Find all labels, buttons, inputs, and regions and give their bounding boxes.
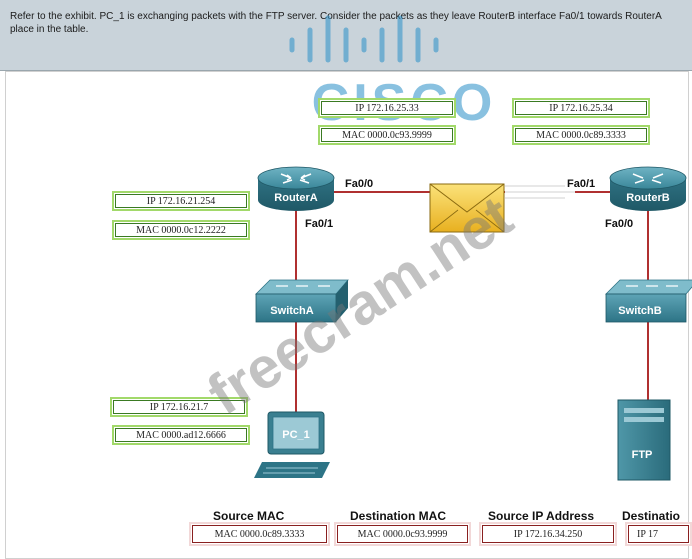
router-a-label: RouterA [274,192,317,204]
answer-header-source-ip: Source IP Address [488,509,595,523]
router-b-label: RouterB [626,192,669,204]
question-text: Refer to the exhibit. PC_1 is exchanging… [10,10,690,36]
answer-header-source-mac: Source MAC [213,509,285,523]
router-a-icon: RouterA [257,166,335,211]
answer-cell-destination-mac[interactable]: MAC 0000.0c93.9999 [334,522,471,546]
answer-cell-source-mac[interactable]: MAC 0000.0c89.3333 [189,522,330,546]
network-exhibit [5,71,689,559]
packet-envelope-icon [429,183,575,233]
pc1-ip-tag: IP 172.16.21.7 [110,397,248,417]
pc1-icon: PC_1 [254,411,330,478]
router-b-fa01-mac-tag: MAC 0000.0c89.3333 [512,125,650,145]
switch-b-label: SwitchB [618,305,661,317]
answer-cell-destination-ip[interactable]: IP 17 [625,522,692,546]
pc1-label: PC_1 [282,429,310,441]
answer-cell-source-ip[interactable]: IP 172.16.34.250 [479,522,617,546]
answer-header-destination-ip: Destinatio [622,509,681,523]
switch-b-icon: SwitchB [605,279,692,323]
router-b-fa01-ip-tag: IP 172.16.25.34 [512,98,650,118]
router-b-fa01-label: Fa0/1 [567,178,596,190]
router-a-fa01-mac-tag: MAC 0000.0c12.2222 [112,220,250,240]
router-a-fa00-mac-tag: MAC 0000.0c93.9999 [318,125,456,145]
question-line-1: Refer to the exhibit. PC_1 is exchanging… [10,11,662,22]
router-a-fa01-ip-tag: IP 172.16.21.254 [112,191,250,211]
pc1-mac-tag: MAC 0000.ad12.6666 [112,425,250,445]
router-a-fa00-ip-tag: IP 172.16.25.33 [318,98,456,118]
router-a-fa01-label: Fa0/1 [305,218,334,230]
switch-a-label: SwitchA [270,305,313,317]
ftp-server-label: FTP [632,449,653,461]
router-b-fa00-label: Fa0/0 [605,218,634,230]
switch-a-icon: SwitchA [255,279,349,323]
question-line-2: place in the table. [10,24,89,35]
router-b-icon: RouterB [609,166,687,211]
answer-header-destination-mac: Destination MAC [350,509,446,523]
router-a-fa00-label: Fa0/0 [345,178,374,190]
ftp-server-icon: FTP [617,399,671,481]
